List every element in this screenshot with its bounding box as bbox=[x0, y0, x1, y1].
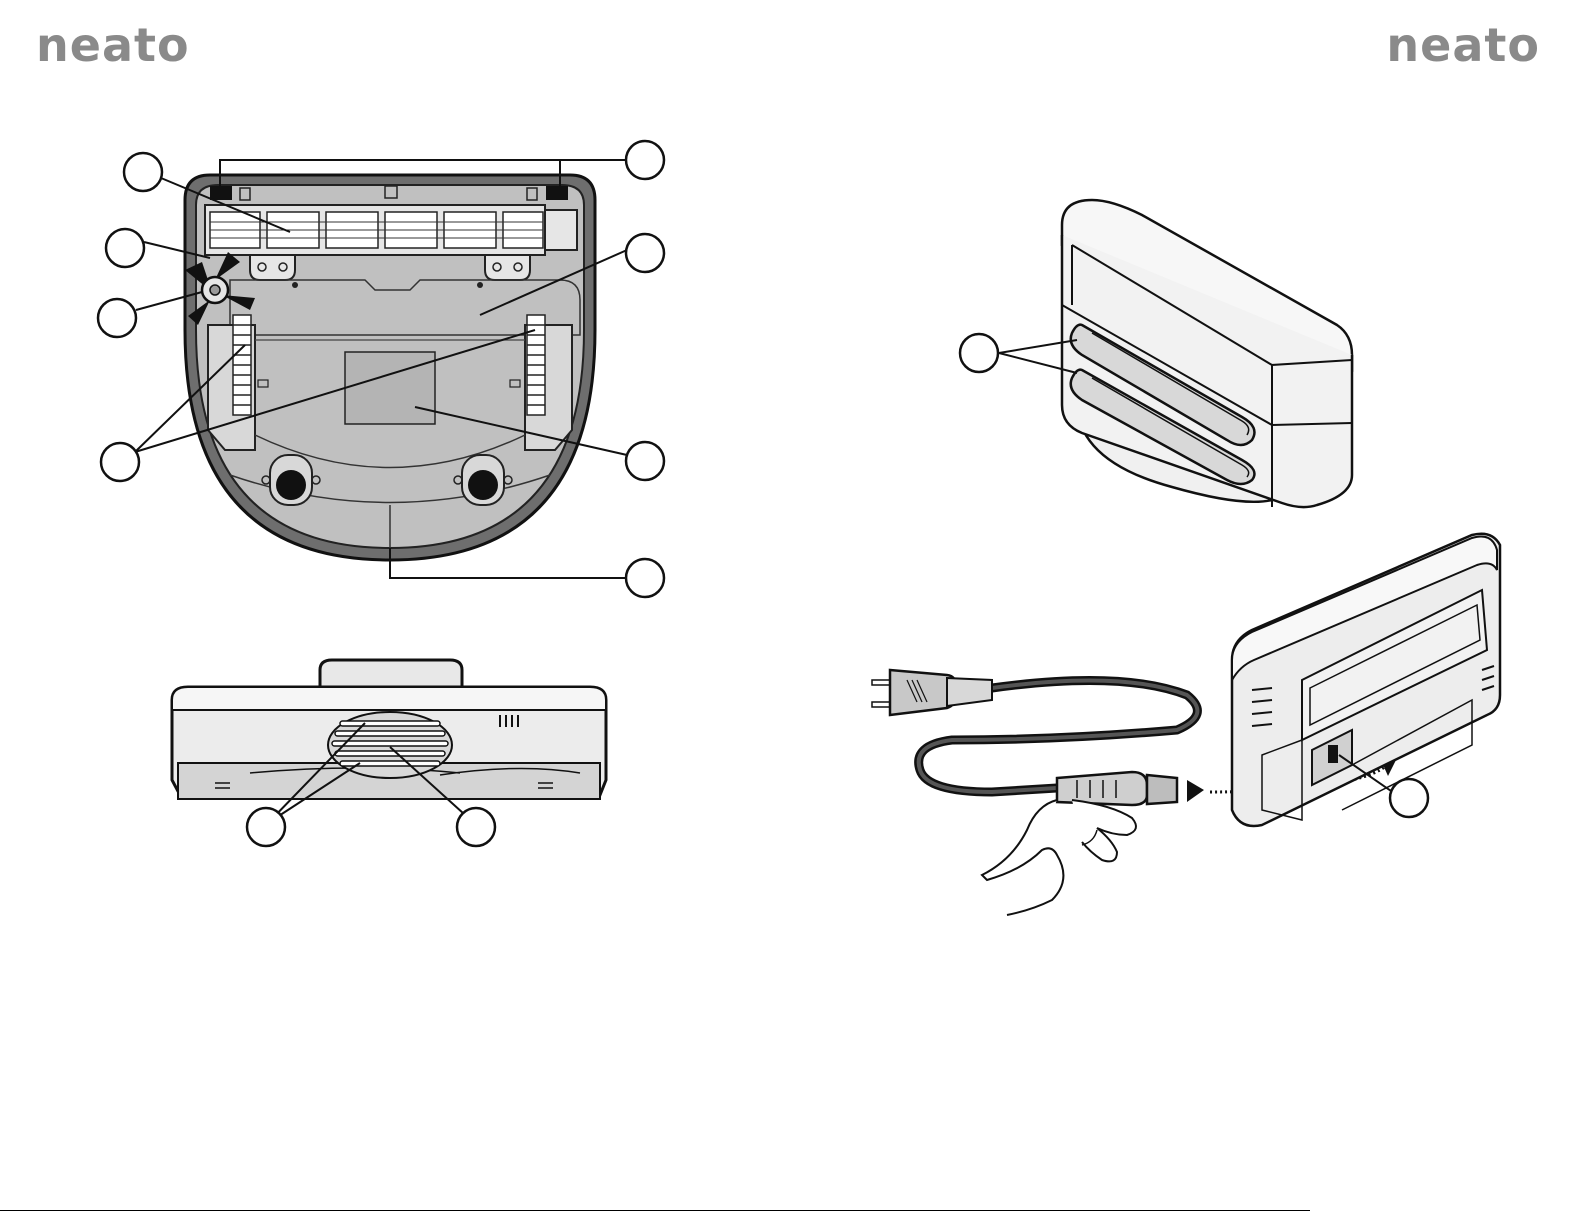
label-plate bbox=[345, 352, 435, 424]
charging-base-power-cord-svg bbox=[832, 530, 1572, 920]
page-bottom-rule bbox=[0, 1210, 1310, 1211]
base-rear bbox=[1232, 534, 1500, 826]
charging-base-front bbox=[942, 195, 1372, 525]
base-front-callout bbox=[960, 334, 998, 372]
brush-guard-tab-right bbox=[485, 255, 530, 280]
neato-logo-right: neato bbox=[1386, 22, 1540, 68]
charging-base-power-cord bbox=[832, 530, 1572, 920]
robot-bottom-view bbox=[90, 130, 690, 610]
back-callout-circles bbox=[247, 808, 495, 846]
charging-base-front-svg bbox=[942, 195, 1372, 525]
bumper-top bbox=[320, 660, 462, 687]
brush-guard-tab-left bbox=[250, 255, 295, 280]
neato-logo-left: neato bbox=[36, 22, 190, 68]
brush-end-cap bbox=[545, 210, 577, 250]
wall-plug bbox=[872, 670, 992, 715]
robot-back-view-svg bbox=[160, 655, 620, 855]
cliff-sensor-right bbox=[546, 186, 568, 200]
hand bbox=[982, 800, 1063, 915]
base-rear-callout bbox=[1390, 779, 1428, 817]
right-page: neato bbox=[792, 0, 1584, 1225]
left-page: neato bbox=[0, 0, 792, 1225]
insert-arrow bbox=[1187, 780, 1204, 802]
robot-bottom-view-svg bbox=[90, 130, 690, 610]
robot-back-view bbox=[160, 655, 620, 855]
